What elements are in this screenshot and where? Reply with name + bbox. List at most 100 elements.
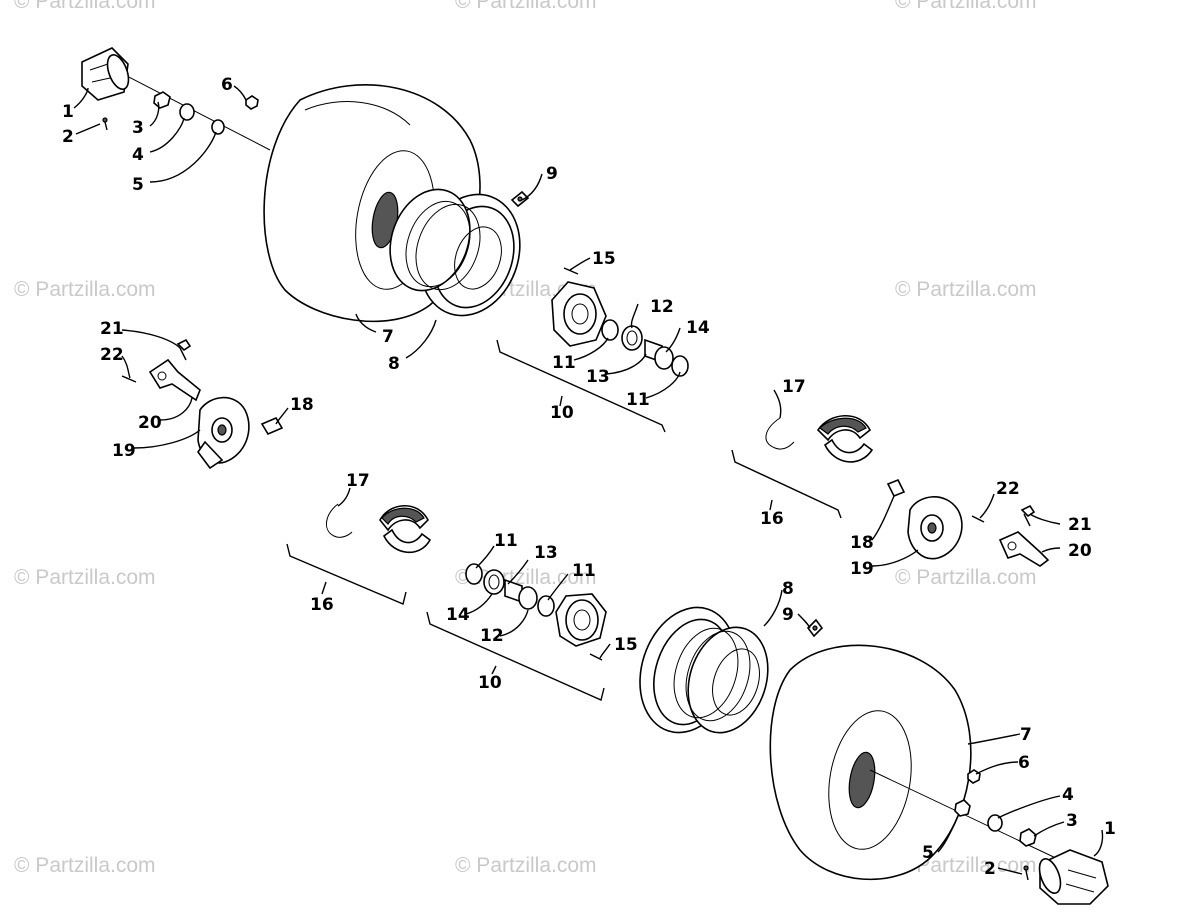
callout-19: 19 <box>112 441 136 461</box>
cotter-pin <box>102 117 108 131</box>
callout-3: 3 <box>1066 811 1078 831</box>
callout-11: 11 <box>572 561 596 581</box>
watermark-text: © Partzilla.com <box>895 278 1037 301</box>
wheel-assembly-lower <box>286 503 1109 905</box>
bearing <box>483 569 505 595</box>
callout-21: 21 <box>1068 515 1092 535</box>
watermark-text: © Partzilla.com <box>895 566 1037 589</box>
brake-shoes <box>379 505 432 554</box>
callout-19: 19 <box>850 559 874 579</box>
callout-14: 14 <box>686 318 710 338</box>
wheel-hub <box>551 281 607 347</box>
spacer <box>954 799 971 817</box>
callout-13: 13 <box>586 367 610 387</box>
callout-13: 13 <box>534 543 558 563</box>
leader-lines <box>73 85 1104 875</box>
lug-nut <box>967 769 981 784</box>
callout-4: 4 <box>1062 785 1074 805</box>
brake-adjuster <box>886 478 906 498</box>
watermark-text: © Partzilla.com <box>14 854 156 877</box>
callout-11: 11 <box>552 353 576 373</box>
group-bracket <box>496 339 666 433</box>
callout-2: 2 <box>62 127 74 147</box>
callout-15: 15 <box>592 249 616 269</box>
callout-16: 16 <box>310 595 334 615</box>
spacer <box>211 119 225 135</box>
wheel-hub <box>555 593 607 647</box>
wheel-stud <box>563 267 579 275</box>
axle-line <box>124 74 271 151</box>
watermark-text: © Partzilla.com <box>895 0 1037 13</box>
axle-nut <box>153 91 171 109</box>
callout-4: 4 <box>132 145 144 165</box>
watermark-text: © Partzilla.com <box>895 854 1037 877</box>
callout-1: 1 <box>1104 819 1116 839</box>
callout-18: 18 <box>850 533 874 553</box>
wheel-stud <box>589 653 603 661</box>
callout-16: 16 <box>760 509 784 529</box>
callout-22: 22 <box>100 345 124 365</box>
brake-arm <box>148 358 201 402</box>
callout-3: 3 <box>132 118 144 138</box>
axle-nut <box>1019 828 1037 847</box>
callout-17: 17 <box>782 377 806 397</box>
brake-shoes <box>816 415 874 463</box>
callout-12: 12 <box>480 626 504 646</box>
callout-10: 10 <box>550 403 574 423</box>
group-bracket <box>286 543 407 605</box>
bearing <box>621 325 643 351</box>
lug-nut <box>245 95 259 110</box>
callout-11: 11 <box>626 390 650 410</box>
bearing <box>518 586 538 610</box>
valve-stem <box>806 618 824 638</box>
callout-9: 9 <box>546 164 558 184</box>
wheel-rim <box>389 188 521 317</box>
callout-12: 12 <box>650 297 674 317</box>
cotter-pin-brake <box>121 375 137 383</box>
washer <box>987 814 1003 832</box>
callouts: 1 2 3 4 5 6 9 15 12 14 11 13 11 10 7 8 2… <box>62 75 1116 879</box>
bearing <box>654 346 674 370</box>
brake-backing-plate <box>197 396 250 470</box>
callout-21: 21 <box>100 319 124 339</box>
callout-5: 5 <box>922 843 934 863</box>
callout-14: 14 <box>446 605 470 625</box>
seal <box>671 355 689 377</box>
watermark-text: © Partzilla.com <box>14 566 156 589</box>
callout-5: 5 <box>132 175 144 195</box>
seal <box>537 595 555 617</box>
watermark-text: © Partzilla.com <box>455 854 597 877</box>
watermark-text: © Partzilla.com <box>455 0 597 13</box>
group-bracket <box>731 449 842 519</box>
seal <box>465 563 483 585</box>
callout-15: 15 <box>614 635 638 655</box>
brake-backing-plate <box>907 496 963 560</box>
watermark-text: © Partzilla.com <box>14 0 156 13</box>
callout-20: 20 <box>138 413 162 433</box>
callout-10: 10 <box>478 673 502 693</box>
callout-22: 22 <box>996 479 1020 499</box>
seal <box>601 319 619 341</box>
callout-6: 6 <box>221 75 233 95</box>
cotter-pin-brake <box>971 515 985 523</box>
wheel-assembly-upper <box>81 47 1050 567</box>
watermark-text: © Partzilla.com <box>14 278 156 301</box>
wheel-rim <box>639 606 769 734</box>
callout-18: 18 <box>290 395 314 415</box>
callout-17: 17 <box>346 471 370 491</box>
brake-bolt <box>176 338 192 361</box>
brake-spring <box>326 503 353 538</box>
cotter-pin <box>1023 865 1029 881</box>
group-bracket <box>426 611 605 701</box>
brake-spring <box>765 417 795 450</box>
callout-20: 20 <box>1068 541 1092 561</box>
callout-9: 9 <box>782 605 794 625</box>
callout-8: 8 <box>782 579 794 599</box>
brake-arm <box>998 531 1050 567</box>
callout-8: 8 <box>388 354 400 374</box>
callout-6: 6 <box>1018 753 1030 773</box>
callout-11: 11 <box>494 531 518 551</box>
valve-stem <box>510 190 530 208</box>
tire <box>769 644 972 881</box>
